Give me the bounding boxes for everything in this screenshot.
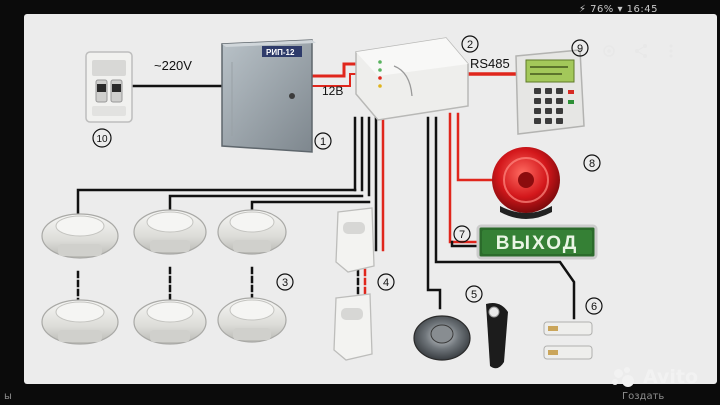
status-bar-text: ⚡ 76% ▾ 16:45 [578,4,658,15]
callout-8: 8 [583,154,601,172]
svg-text:2: 2 [467,39,473,51]
callout-9: 9 [571,39,589,57]
svg-text:8: 8 [589,158,595,170]
magnetic-contact-device [543,321,593,360]
wiring [76,62,576,320]
callout-10: 10 [92,128,112,148]
exit-sign-label: ВЫХОД [496,233,579,254]
smoke-detector [41,299,119,345]
svg-text:7: 7 [459,229,465,241]
svg-text:6: 6 [591,301,597,313]
svg-text:9: 9 [577,43,583,55]
avito-logo-icon [612,367,638,387]
exit-sign-device [476,224,598,260]
smoke-detector [133,209,207,255]
smoke-detector [133,299,207,345]
bottom-left-text: ы [4,391,12,402]
ac-voltage-label: ~220V [154,58,192,73]
bottom-right-text: Гоздать [622,391,665,402]
callout-6: 6 [585,297,603,315]
svg-text:5: 5 [471,289,477,301]
more-vertical-icon[interactable] [660,40,682,62]
lcd-keypad-device [515,49,585,135]
smoke-detector [41,213,119,259]
callout-5: 5 [465,285,483,303]
motion-sensor [333,293,373,361]
svg-text:10: 10 [96,134,108,145]
smoke-detector-group [41,209,287,345]
callout-3: 3 [276,273,294,291]
svg-text:4: 4 [383,277,389,289]
viewer-top-bar: ⚡ 76% ▾ 16:45 [0,0,720,36]
avito-watermark-text: Avito [643,366,699,388]
callout-7: 7 [453,225,471,243]
svg-text:1: 1 [320,136,326,148]
touch-memory-key [486,303,508,369]
smoke-detector [217,297,287,343]
share-icon[interactable] [630,40,652,62]
svg-text:3: 3 [282,277,288,289]
controller-device [355,37,469,121]
circuit-breaker-device [85,51,133,123]
dc-voltage-label: 12B [322,84,343,98]
psu-title-label: РИП-12 [266,48,295,57]
motion-sensor [335,207,375,273]
motion-sensor-group [333,207,375,361]
avito-watermark: Avito [612,366,698,388]
callout-4: 4 [377,273,395,291]
callout-2: 2 [461,35,479,53]
siren-device [492,147,560,219]
lens-icon[interactable] [598,40,620,62]
rs485-label: RS485 [470,56,510,71]
power-supply-device [221,39,316,153]
callout-1: 1 [314,132,332,150]
key-reader-device [413,315,471,361]
smoke-detector [217,209,287,255]
